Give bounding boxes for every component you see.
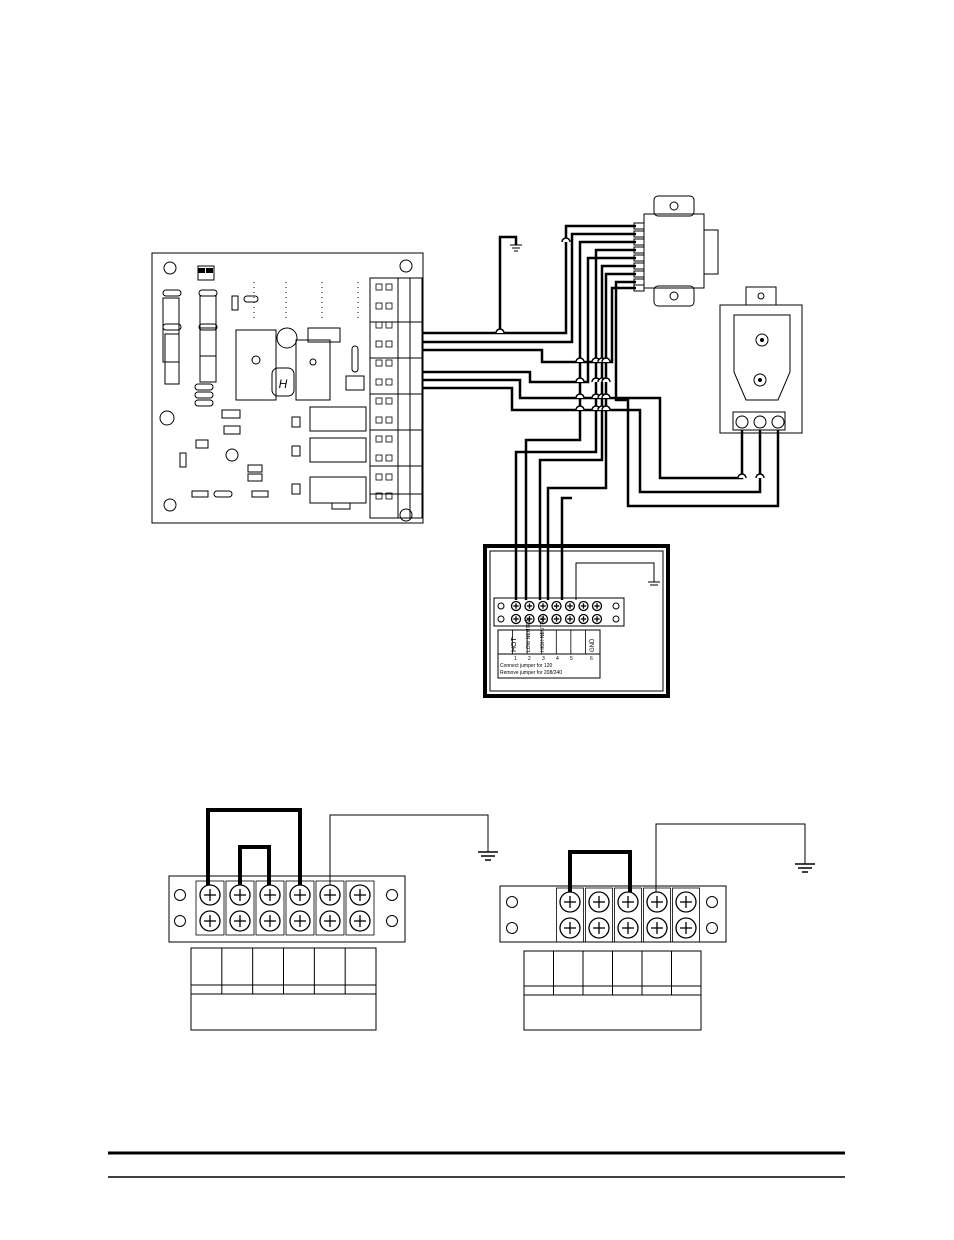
connector-pin [386,322,392,328]
connector-pin [376,436,382,442]
wire-crossover [756,474,764,478]
connector-pin [376,398,382,404]
connector-pin [376,360,382,366]
footer-rules [108,1153,845,1177]
mount-hole-icon [387,890,398,901]
jumper-note-line-1: Connect jumper for 120 [500,663,552,669]
connector-pin [386,474,392,480]
wire-crossover [602,394,610,398]
contactor [720,287,802,433]
mount-hole-icon [498,603,504,609]
mount-hole-icon [507,923,518,934]
terminal-number-6: 6 [590,656,593,662]
connector-pin [376,455,382,461]
connector-pin [386,284,392,290]
mount-hole-icon [707,923,718,934]
connector-pin [376,322,382,328]
connector-pin [376,284,382,290]
terminal-number-2: 2 [528,656,531,662]
mount-hole-icon [387,916,398,927]
transformer [634,196,718,306]
wire-crossover [496,329,504,333]
wire-crossover [576,406,584,410]
connector-pin [376,379,382,385]
svg-text:H: H [279,377,288,391]
connector-pin [376,474,382,480]
terminal-label-high-neutral: HIGH NEUTRAL [540,615,546,652]
wire-crossover [562,238,570,242]
mount-hole-icon [507,897,518,908]
terminal-block-left [169,810,498,1030]
jumper-note-line-2: Remove jumper for 208/240 [500,670,562,676]
terminal-number-3: 3 [542,656,545,662]
wire-crossover [602,406,610,410]
wire-crossover [738,474,746,478]
terminal-number-1: 1 [514,656,517,662]
wire-crossover [602,358,610,362]
terminal-number-4: 4 [556,656,559,662]
connector-pin [386,303,392,309]
connector-pin [376,341,382,347]
mount-hole-icon [613,616,619,622]
mount-hole-icon [175,916,186,927]
mount-hole-icon [498,616,504,622]
connector-pin [386,398,392,404]
terminal-block-right [500,824,815,1030]
connector-pin [386,360,392,366]
wire-crossover [576,394,584,398]
terminal-label-low-neutral: LOW NEUTRAL [526,616,532,652]
wire-crossover [602,378,610,382]
connector-pin [386,455,392,461]
wires [423,226,778,600]
connector-pin [386,417,392,423]
connector-pin [386,341,392,347]
wire-crossover [576,378,584,382]
control-board: H [152,253,423,523]
wire-crossover [576,358,584,362]
mount-hole-icon [175,890,186,901]
connector-pin [376,303,382,309]
terminal-label-gnd: GND [590,638,596,652]
connector-pin [386,436,392,442]
mount-hole-icon [613,603,619,609]
terminal-label-hot: HOT [511,637,518,653]
connector-pin [386,379,392,385]
mount-hole-icon [707,897,718,908]
terminal-number-5: 5 [570,656,573,662]
connector-pin [376,417,382,423]
